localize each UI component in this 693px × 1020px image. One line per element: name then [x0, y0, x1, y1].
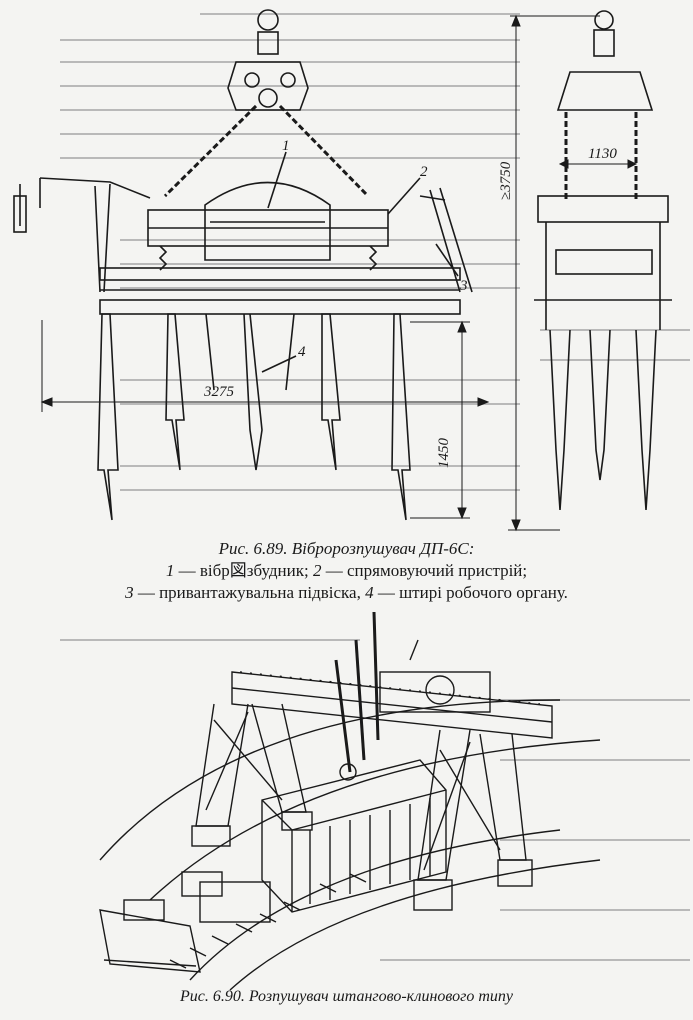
side-view [534, 10, 672, 511]
label-4: 4 [298, 344, 306, 360]
drawing-labels: 1 2 3 4 3275 1450 ≥3750 1130 [203, 138, 617, 468]
caption-fig-6-89: Рис. 6.89. Вібророзпушувач ДП-6С: 1 — ві… [0, 538, 693, 604]
label-3: 3 [459, 278, 468, 294]
legend-num-1: 1 [165, 561, 175, 580]
caption-legend-line2: 3 — привантажувальна підвіска, 4 — штирі… [0, 582, 693, 604]
dimension-lines [40, 14, 638, 532]
dim-width: 3275 [203, 384, 235, 400]
legend-text-2: — спрямовуючий пристрій; [321, 561, 528, 580]
front-view [13, 9, 473, 521]
dim-leg: 1450 [436, 438, 452, 469]
legend-text-3: — привантажувальна підвіска, [133, 583, 366, 602]
legend-num-4: 4 [365, 583, 374, 602]
dim-gauge: 1130 [588, 146, 617, 162]
legend-text-4: — штирі робочого органу. [373, 583, 568, 602]
gantry-ripper [99, 611, 601, 991]
dim-height: ≥3750 [498, 161, 514, 200]
label-1: 1 [282, 138, 290, 154]
figure-vibro-ripper-drawing: 1 2 3 4 3275 1450 ≥3750 1130 [13, 9, 690, 532]
caption-fig-6-90: Рис. 6.90. Розпушувач штангово-клинового… [179, 988, 514, 1005]
label-2: 2 [420, 164, 428, 180]
legend-num-3: 3 [125, 583, 134, 602]
caption-title: Рис. 6.89. Вібророзпушувач ДП-6С: [218, 539, 475, 558]
legend-text-1: — вібр図збудник; [174, 561, 313, 580]
bleed-through-text-2 [60, 639, 690, 961]
caption-legend-line1: 1 — вібр図збудник; 2 — спрямовуючий прист… [0, 560, 693, 582]
legend-num-2: 2 [312, 561, 322, 580]
